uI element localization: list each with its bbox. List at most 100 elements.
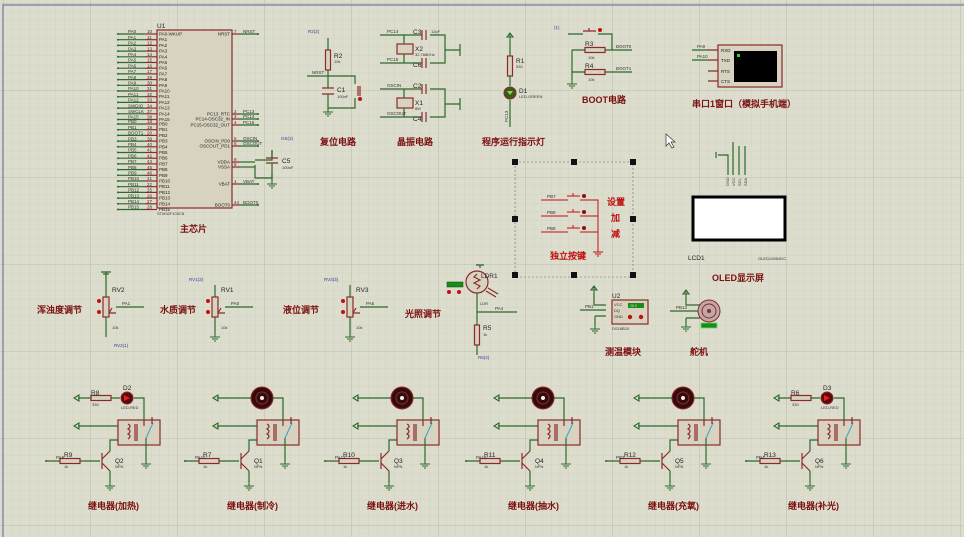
boot-circuit[interactable]: (1) R3 R4 10k 10k BOOT0 BOOT1 BOOT电路 — [554, 25, 632, 105]
mcu-pin-number: 28 — [147, 205, 153, 210]
servo-motor[interactable]: PB12 舵机 — [670, 289, 721, 357]
section-label-main-chip: 主芯片 — [180, 223, 207, 234]
run-led-circuit[interactable]: R1 330 D1 LED-GREEN PC13 程序运行指示灯 — [482, 32, 545, 147]
mcu-pin-number: 37 — [147, 109, 153, 114]
section-label-run-led: 程序运行指示灯 — [482, 136, 545, 147]
keys-circuit[interactable]: PB7 PB8 PB9 设置 加 减 独立按键 — [512, 159, 636, 278]
crystal-circuit[interactable]: C3 C6 X2 32.768KHz PC14 PC15 C2 C4 X1 8M… — [380, 29, 461, 147]
cap-value: 12pF — [431, 29, 441, 34]
ldr-circuit[interactable]: LDR1 LDR R5 1k PA4 R5(2) 光照调节 — [404, 264, 517, 360]
mcu-pin-number: 25 — [147, 188, 153, 193]
key-label-minus: 减 — [611, 228, 620, 239]
mcu-net-label: PB9 — [128, 171, 137, 176]
mcu-net-label: PB0 — [128, 119, 137, 124]
mcu-pin-number: 40 — [147, 142, 153, 147]
ds18b20-module[interactable]: VCC DQ GND 28.0 U2 DS18B20 PB1 测温模块 — [580, 285, 649, 357]
mcu-pin-name: PA0-WKUP — [159, 32, 182, 37]
motor-icon — [390, 386, 414, 410]
mcu-net-label: SWCLK — [128, 109, 144, 114]
c1-ref: C1 — [337, 87, 346, 94]
virtual-terminal[interactable]: RXD TXD RTS CTS PA9 PA10 串口1窗口（模拟手机端） — [692, 44, 796, 109]
r1-ref: R1 — [516, 58, 525, 65]
mcu-pin-name: PB13 — [159, 196, 171, 201]
motor-icon — [531, 386, 555, 410]
mcu-pin-name: PB10 — [159, 179, 171, 184]
mcu-pin-name: PA11 — [159, 94, 170, 99]
mcu-pin-name: PA3 — [159, 49, 168, 54]
mcu-net-label: PA7 — [128, 69, 137, 74]
relay-input-net: PA8 — [56, 455, 65, 460]
pot-ref: RV3 — [356, 287, 369, 294]
section-label-relay: 继电器(加热) — [88, 500, 139, 511]
mcu-pin-number: 46 — [147, 171, 153, 176]
oled-display[interactable]: GND VCC SCL SDA LCD1 OLED12864I2C OLED显示… — [688, 142, 787, 283]
transistor-type: NPN — [535, 464, 544, 469]
section-label-relay: 继电器(充氧) — [648, 500, 699, 511]
mcu-pin-name: BOOT0 — [215, 203, 231, 208]
section-label-pot: 液位调节 — [283, 304, 319, 315]
section-label-crystal: 晶振电路 — [397, 136, 434, 147]
mcu-net-label: VBAT — [243, 179, 255, 184]
r5-value: 1k — [483, 332, 487, 337]
x2-net-top: PC14 — [387, 29, 399, 34]
r2-value: 10k — [334, 59, 340, 64]
ldr-ref: LDR1 — [481, 273, 498, 280]
mcu-pin-name: PC15-OSC32_OUT — [190, 123, 230, 128]
c3-ref: C3 — [413, 29, 422, 36]
mcu-net-label: PA10 — [128, 86, 139, 91]
x1-value: 8M — [415, 106, 421, 111]
transistor-type: NPN — [815, 464, 824, 469]
relay-base-resistor-ref: R12 — [624, 452, 636, 459]
section-label-keys: 独立按键 — [549, 250, 587, 261]
mcu-net-label: PA9 — [128, 81, 137, 86]
section-label-relay: 继电器(补光) — [788, 500, 839, 511]
mcu-net-label: PB11 — [128, 182, 139, 187]
mcu-pin-number: 20 — [147, 131, 153, 136]
motor-icon — [250, 386, 274, 410]
mcu-net-label: PB7 — [128, 159, 137, 164]
oled-pin-sda: SDA — [743, 177, 748, 186]
d1-value: LED-GREEN — [519, 94, 542, 99]
key-net-3: PB9 — [547, 226, 556, 231]
uart-pin-txd: TXD — [721, 58, 731, 63]
mcu-pin-name: PB1 — [159, 127, 168, 132]
mcu-pin-number: 6 — [234, 141, 237, 146]
mcu-net-label: PA8 — [128, 75, 137, 80]
r3-value: 10k — [588, 55, 594, 60]
mcu-pin-name: PA13 — [159, 106, 170, 111]
x2-ref: X2 — [415, 46, 423, 53]
capacitor-c5[interactable]: C5 100nF OS(3) — [254, 136, 294, 189]
relay-input-net: PA11 — [195, 455, 206, 460]
load-resistor-ref: R8 — [91, 390, 100, 397]
mcu-pin-number: 42 — [147, 153, 153, 158]
selection-handles — [512, 159, 636, 278]
boot1-net: BOOT1 — [616, 66, 632, 71]
mcu-net-label: PB1 — [128, 125, 137, 130]
mcu-net-label: PA2 — [128, 41, 137, 46]
pot-ref: RV1 — [221, 287, 234, 294]
mcu-pin-name: PB8 — [159, 167, 168, 172]
oled-ref: LCD1 — [688, 255, 705, 262]
mcu-pin-name: PA10 — [159, 89, 170, 94]
reset-circuit[interactable]: R2(2) R2 10k C1 100nF NRST 复位电路 — [307, 29, 362, 147]
relay-base-resistor-ref: R13 — [764, 452, 776, 459]
temp-display-value: 28.0 — [630, 304, 637, 308]
section-label-pot: 浑浊度调节 — [37, 304, 82, 315]
section-label-relay: 继电器(进水) — [367, 500, 418, 511]
mouse-cursor — [665, 133, 676, 149]
mcu-pin-name: PB6 — [159, 156, 168, 161]
mcu-pin-number: 15 — [147, 58, 153, 63]
mcu-net-label: PB5 — [128, 148, 137, 153]
